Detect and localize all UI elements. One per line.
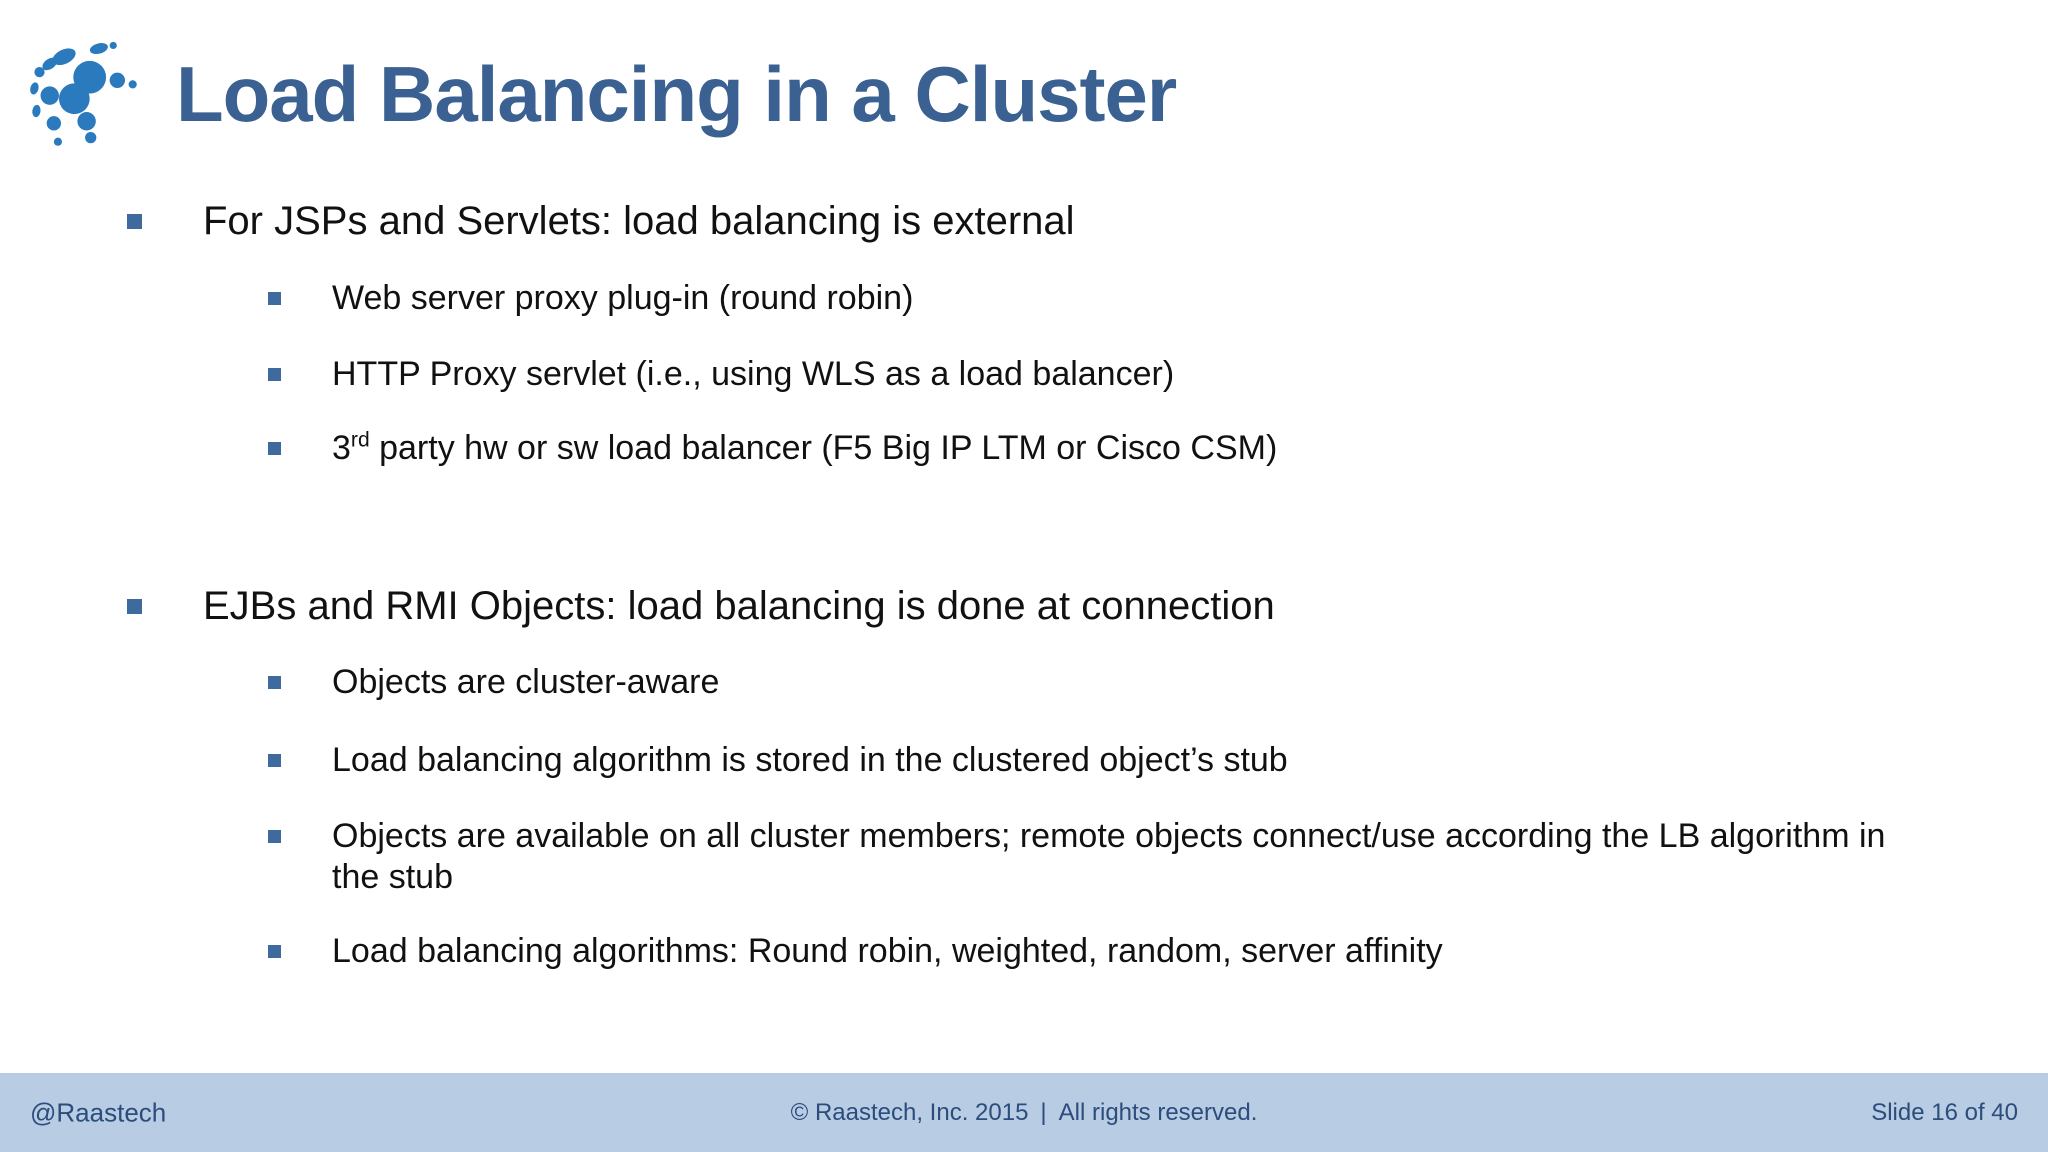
slide-title: Load Balancing in a Cluster [176, 50, 1177, 138]
bullet-square-icon [127, 214, 142, 229]
bullet-square-icon [268, 754, 281, 767]
bullet-text: Load balancing algorithms: Round robin, … [332, 932, 1443, 970]
footer-bar: @Raastech © Raastech, Inc. 2015 | All ri… [0, 1073, 2048, 1152]
bullet-item-lb-stub: Load balancing algorithm is stored in th… [268, 740, 1288, 781]
bullet-text: HTTP Proxy servlet (i.e., using WLS as a… [332, 355, 1175, 393]
bullet-item-jsp-heading: For JSPs and Servlets: load balancing is… [127, 197, 1075, 245]
bullet-item-objects-available: Objects are available on all cluster mem… [268, 816, 1920, 898]
bullet-item-web-proxy: Web server proxy plug-in (round robin) [268, 278, 913, 319]
bullet-text: For JSPs and Servlets: load balancing is… [203, 199, 1075, 243]
footer-copyright: © Raastech, Inc. 2015 | All rights reser… [790, 1098, 1258, 1126]
footer-slide-number: Slide 16 of 40 [1871, 1098, 2018, 1126]
bullet-item-ejb-heading: EJBs and RMI Objects: load balancing is … [127, 582, 1275, 630]
footer-twitter-handle: @Raastech [30, 1097, 167, 1127]
bullet-text: Load balancing algorithm is stored in th… [332, 741, 1288, 779]
bullet-text: Objects are available on all cluster mem… [332, 817, 1886, 896]
bullet-square-icon [268, 676, 281, 689]
bullet-text: 3rd party hw or sw load balancer (F5 Big… [332, 428, 1277, 469]
bullet-item-http-proxy: HTTP Proxy servlet (i.e., using WLS as a… [268, 354, 1174, 395]
bullet-square-icon [127, 599, 142, 614]
bullet-square-icon [268, 830, 281, 843]
raastech-globe-logo-icon [30, 41, 137, 146]
bullet-text-pre: 3 [332, 429, 351, 467]
bullet-square-icon [268, 368, 281, 381]
bullet-square-icon [268, 292, 281, 305]
bullet-square-icon [268, 945, 281, 958]
bullet-text: Objects are cluster-aware [332, 663, 720, 701]
ordinal-superscript: rd [350, 428, 370, 452]
bullet-text: EJBs and RMI Objects: load balancing is … [203, 584, 1275, 628]
bullet-text: Web server proxy plug-in (round robin) [332, 279, 914, 317]
bullet-item-cluster-aware: Objects are cluster-aware [268, 662, 719, 703]
bullet-item-lb-algorithms: Load balancing algorithms: Round robin, … [268, 931, 1443, 972]
bullet-item-third-party-lb: 3rd party hw or sw load balancer (F5 Big… [268, 428, 1277, 469]
bullet-square-icon [268, 442, 281, 455]
bullet-text-rest: party hw or sw load balancer (F5 Big IP … [369, 429, 1278, 467]
